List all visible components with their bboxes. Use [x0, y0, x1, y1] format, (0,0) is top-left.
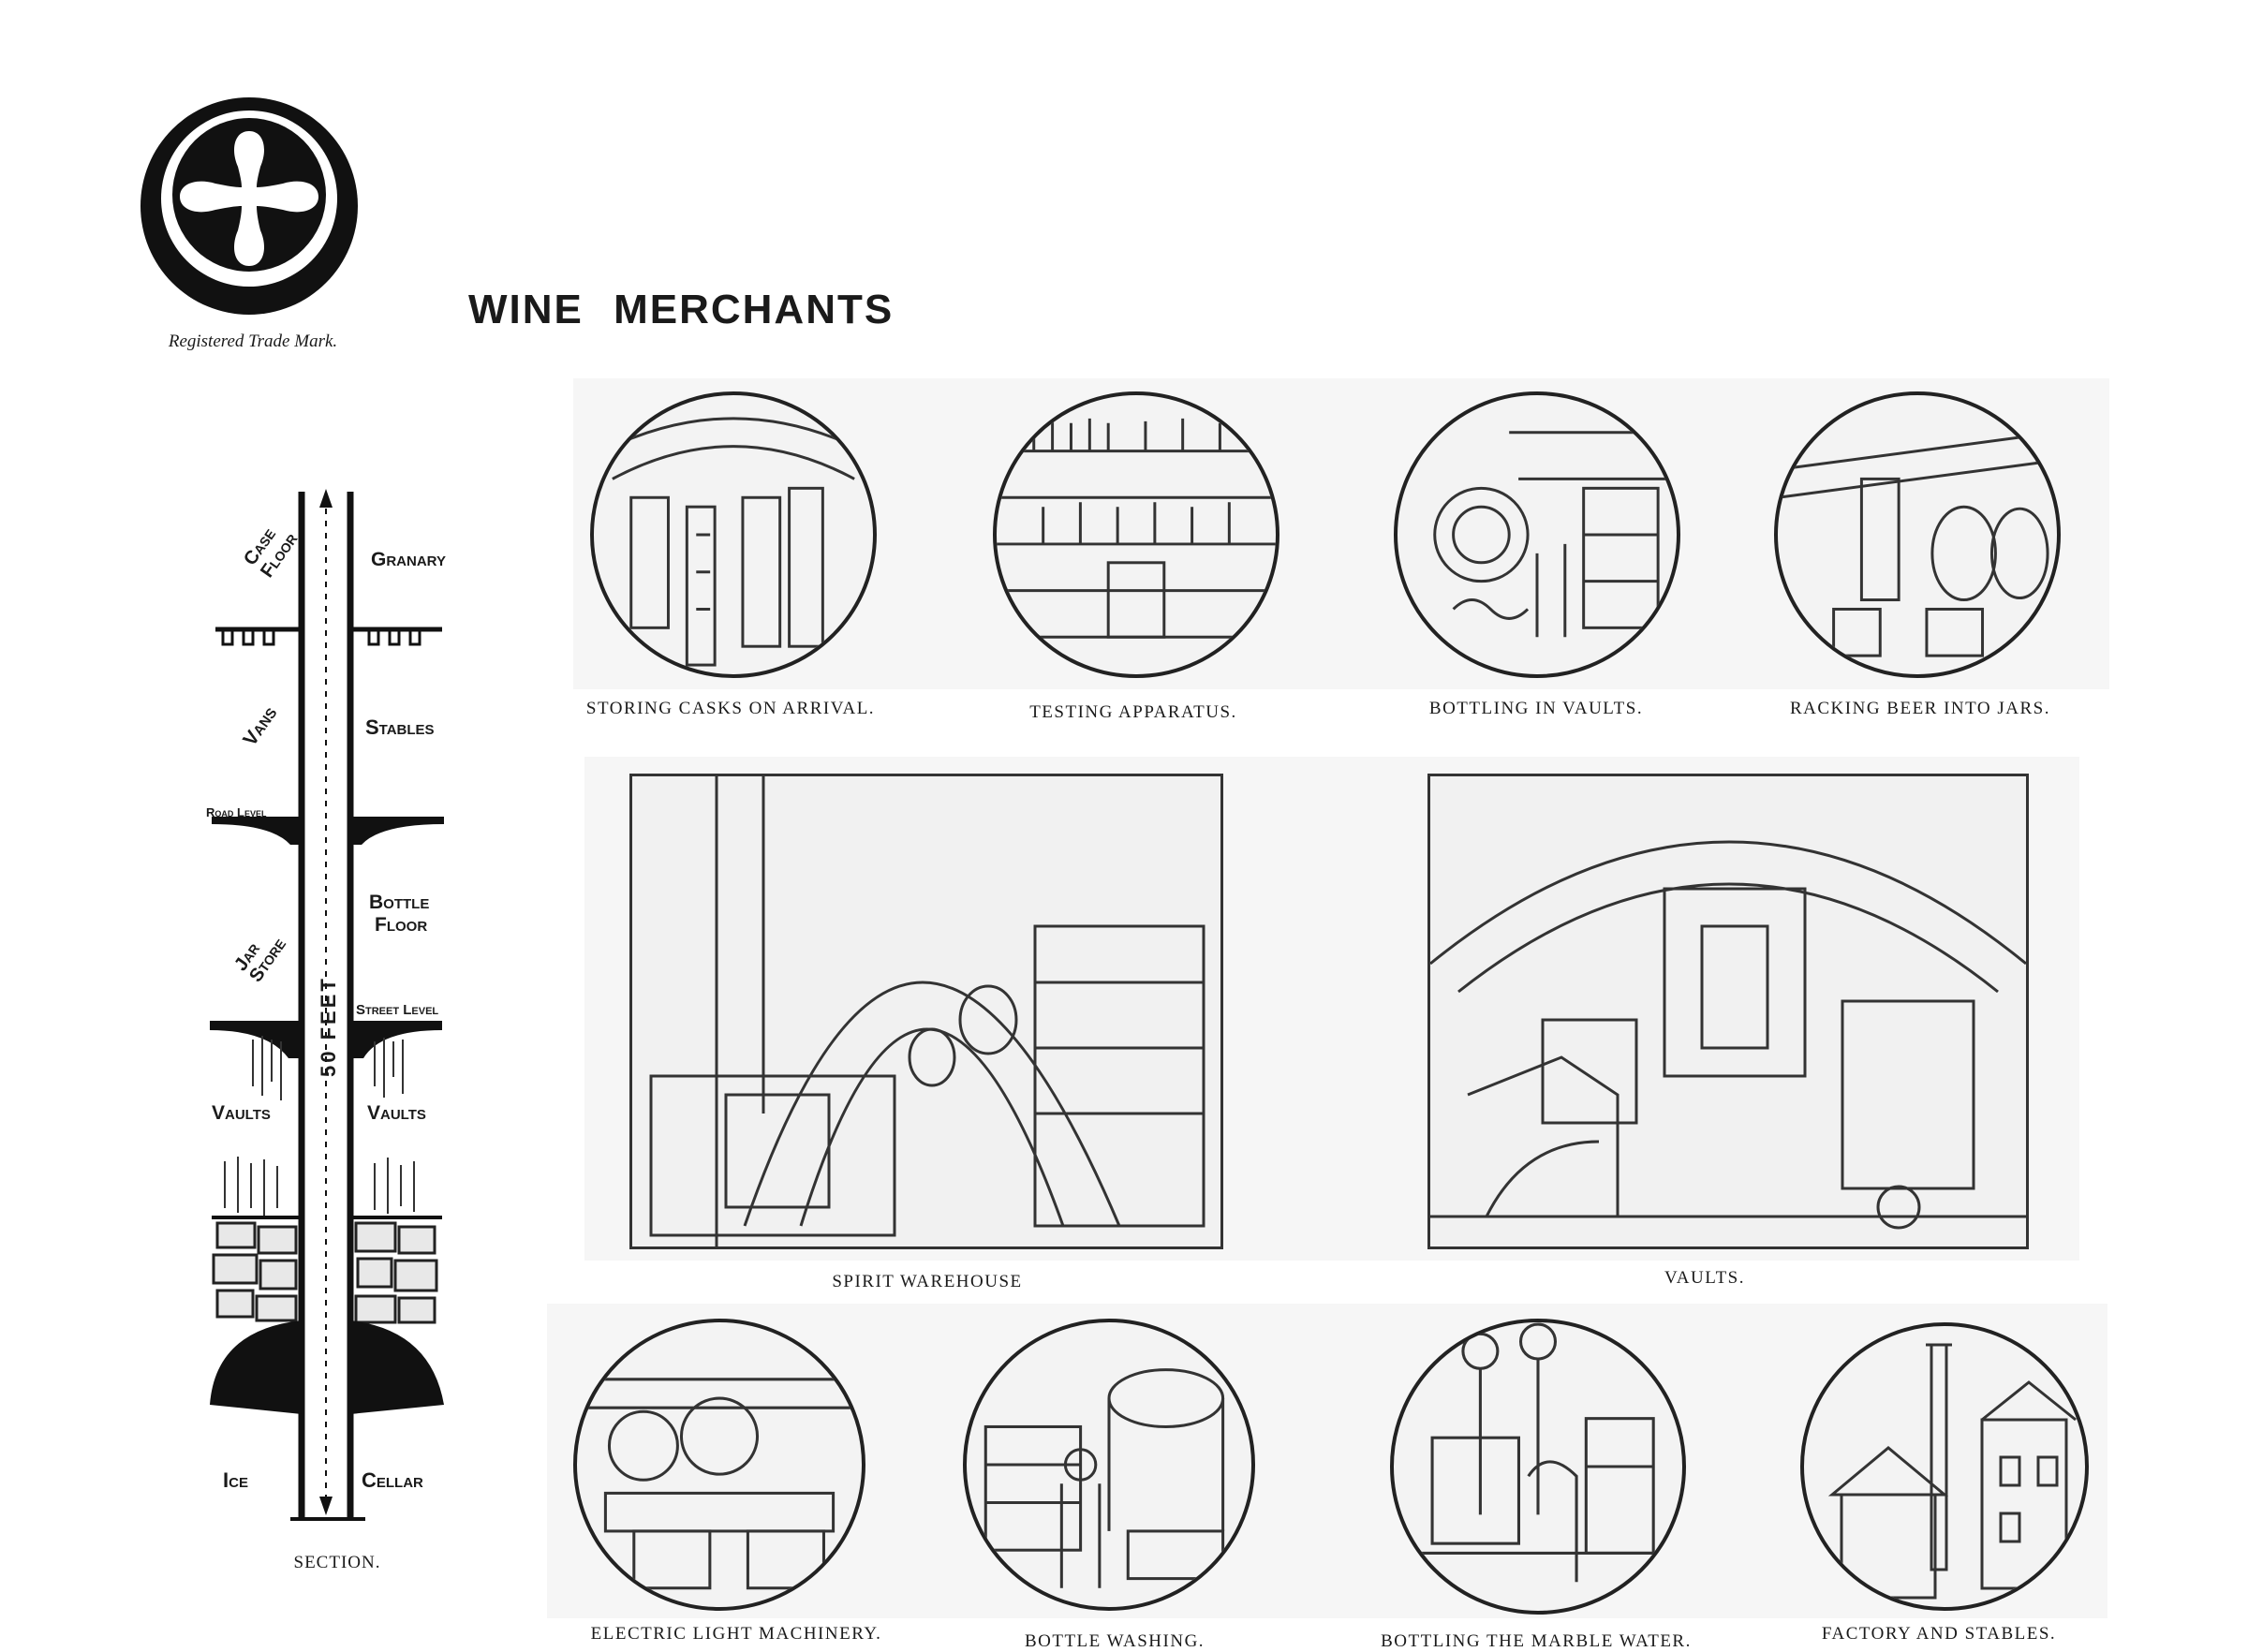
caption-factory-stables: FACTORY AND STABLES.: [1821, 1624, 2057, 1644]
svg-text:Vaults: Vaults: [367, 1102, 426, 1124]
svg-text:Street Level: Street Level: [356, 1002, 438, 1018]
illustration-storing-casks: [590, 391, 877, 678]
caption-spirit-warehouse: SPIRIT WAREHOUSE: [832, 1272, 1023, 1291]
caption-bottling-marble-water: BOTTLING THE MARBLE WATER.: [1381, 1631, 1692, 1651]
page-title: WINE MERCHANTS: [468, 287, 895, 332]
svg-text:50 FEET: 50 FEET: [317, 976, 340, 1077]
svg-text:Bottle: Bottle: [369, 892, 429, 913]
illustration-bottling-marble-water: [1390, 1319, 1686, 1615]
trademark-logo: [137, 94, 362, 318]
svg-text:Stables: Stables: [365, 715, 435, 739]
caption-bottling-vaults: BOTTLING IN VAULTS.: [1428, 699, 1644, 718]
illustration-bottling-vaults: [1394, 391, 1680, 678]
illustration-bottle-washing: [963, 1319, 1255, 1611]
caption-bottle-washing: BOTTLE WASHING.: [1024, 1631, 1205, 1651]
caption-vaults: VAULTS.: [1664, 1268, 1745, 1288]
svg-text:Vans: Vans: [239, 702, 281, 750]
svg-text:Ice: Ice: [223, 1468, 248, 1492]
illustration-spirit-warehouse: [629, 774, 1223, 1249]
illustration-testing-apparatus: [993, 391, 1279, 678]
svg-text:Floor: Floor: [375, 914, 427, 936]
illustration-vaults: [1427, 774, 2029, 1249]
section-caption: SECTION.: [293, 1553, 381, 1572]
caption-storing-casks: STORING CASKS ON ARRIVAL.: [585, 699, 876, 718]
trademark-caption: Registered Trade Mark.: [168, 332, 338, 351]
svg-text:Cellar: Cellar: [362, 1468, 423, 1492]
illustration-racking-beer: [1774, 391, 2061, 678]
caption-testing-apparatus: TESTING APPARATUS.: [1029, 702, 1237, 722]
svg-text:Road Level: Road Level: [206, 805, 267, 819]
caption-electric-machinery: ELECTRIC LIGHT MACHINERY.: [590, 1624, 882, 1644]
illustration-factory-stables: [1800, 1322, 2089, 1611]
svg-text:Vaults: Vaults: [212, 1102, 271, 1124]
caption-racking-beer: RACKING BEER INTO JARS.: [1789, 699, 2050, 718]
illustration-electric-machinery: [573, 1319, 865, 1611]
svg-text:Granary: Granary: [371, 549, 446, 570]
section-diagram: Case Floor Granary Vans Stables Road Lev…: [197, 468, 506, 1536]
